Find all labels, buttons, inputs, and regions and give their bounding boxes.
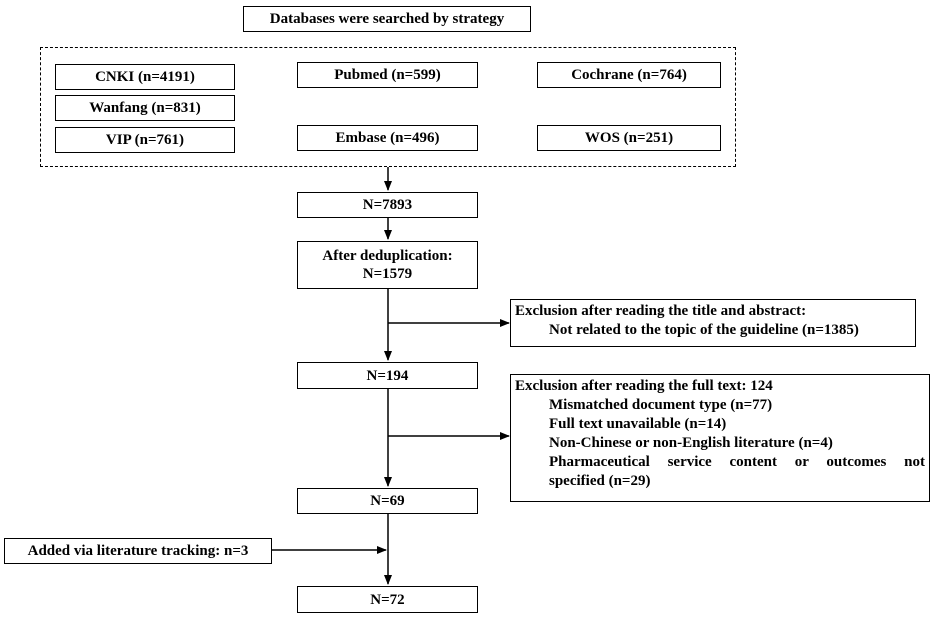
fulltext-box: N=69 bbox=[297, 488, 478, 514]
final-count: N=72 bbox=[370, 591, 405, 608]
title-abstract-exclusion-box: Exclusion after reading the title and ab… bbox=[510, 299, 916, 347]
exclusion-reason-language: Non-Chinese or non-English literature (n… bbox=[549, 435, 833, 451]
fulltext-exclusion-heading: Exclusion after reading the full text: 1… bbox=[515, 378, 773, 394]
exclusion-reason-content-line1: Pharmaceutical service content or outcom… bbox=[549, 454, 925, 470]
exclusion-reason-unavailable: Full text unavailable (n=14) bbox=[549, 416, 727, 432]
final-box: N=72 bbox=[297, 586, 478, 613]
database-embase: Embase (n=496) bbox=[335, 130, 440, 146]
database-vip-box: VIP (n=761) bbox=[55, 127, 235, 153]
database-wanfang-box: Wanfang (n=831) bbox=[55, 95, 235, 121]
database-cnki: CNKI (n=4191) bbox=[95, 69, 195, 85]
database-wos-box: WOS (n=251) bbox=[537, 125, 721, 151]
fulltext-exclusion-box: Exclusion after reading the full text: 1… bbox=[510, 374, 930, 502]
database-cochrane-box: Cochrane (n=764) bbox=[537, 62, 721, 88]
added-box: Added via literature tracking: n=3 bbox=[4, 538, 272, 564]
database-vip: VIP (n=761) bbox=[105, 132, 185, 148]
screened-count: N=194 bbox=[366, 367, 409, 384]
fulltext-count: N=69 bbox=[370, 493, 405, 509]
total-records-box: N=7893 bbox=[297, 192, 478, 218]
database-pubmed-box: Pubmed (n=599) bbox=[297, 62, 478, 88]
search-title-box: Databases were searched by strategy bbox=[243, 6, 531, 32]
database-cnki-box: CNKI (n=4191) bbox=[55, 64, 235, 90]
screened-box: N=194 bbox=[297, 362, 478, 389]
exclusion-reason-doc-type: Mismatched document type (n=77) bbox=[549, 397, 773, 413]
databases-group bbox=[40, 47, 736, 167]
database-wos: WOS (n=251) bbox=[584, 130, 674, 146]
added-label: Added via literature tracking: n=3 bbox=[27, 543, 249, 559]
dedup-box: After deduplication: N=1579 bbox=[297, 241, 478, 289]
dedup-label: After deduplication: bbox=[322, 248, 453, 264]
database-embase-box: Embase (n=496) bbox=[297, 125, 478, 151]
exclusion-reason-content-line2: specified (n=29) bbox=[549, 473, 651, 489]
title-abstract-exclusion-heading: Exclusion after reading the title and ab… bbox=[515, 303, 807, 319]
search-title: Databases were searched by strategy bbox=[269, 11, 505, 27]
database-pubmed: Pubmed (n=599) bbox=[334, 67, 441, 83]
database-cochrane: Cochrane (n=764) bbox=[571, 67, 687, 83]
dedup-count: N=1579 bbox=[362, 266, 413, 282]
total-records: N=7893 bbox=[362, 197, 413, 213]
title-abstract-exclusion-reason: Not related to the topic of the guidelin… bbox=[549, 322, 859, 338]
database-wanfang: Wanfang (n=831) bbox=[89, 100, 201, 116]
